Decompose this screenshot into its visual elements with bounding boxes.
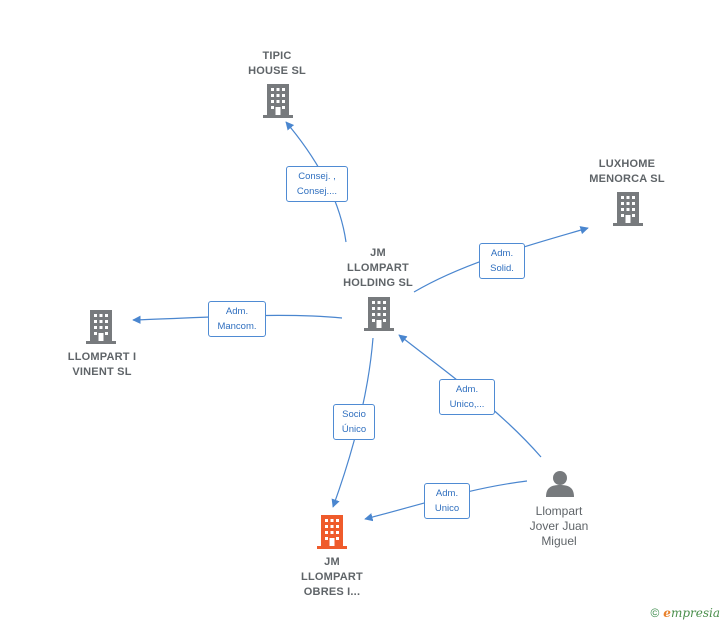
edge-label-holding-obres[interactable]: Socio Único [333, 404, 375, 440]
obres-building-icon[interactable] [317, 515, 347, 549]
obres-label[interactable]: JM LLOMPART OBRES I... [301, 556, 363, 598]
edge-label-person-obres[interactable]: Adm. Unico [424, 483, 470, 519]
vinent-building-icon[interactable] [86, 310, 116, 344]
edge-label-holding-luxhome[interactable]: Adm. Solid. [479, 243, 525, 279]
footer-brand: ©empresia [650, 606, 720, 620]
vinent-label[interactable]: LLOMPART I VINENT SL [67, 351, 137, 378]
brand-initial: e [663, 606, 671, 620]
holding-label[interactable]: JM LLOMPART HOLDING SL [343, 247, 413, 289]
brand-name: mpresia [670, 606, 720, 620]
edge-label-holding-tipic[interactable]: Consej. , Consej.... [286, 166, 348, 202]
person-label[interactable]: Llompart Jover Juan Miguel [529, 504, 589, 548]
luxhome-label[interactable]: LUXHOME MENORCA SL [589, 158, 665, 185]
edge-label-holding-vinent[interactable]: Adm. Mancom. [208, 301, 266, 337]
luxhome-building-icon[interactable] [613, 192, 643, 226]
edge-label-person-holding[interactable]: Adm. Unico,... [439, 379, 495, 415]
copyright-symbol: © [650, 606, 660, 620]
tipic-building-icon[interactable] [263, 84, 293, 118]
holding-building-icon[interactable] [364, 297, 394, 331]
tipic-label[interactable]: TIPIC HOUSE SL [248, 50, 306, 77]
person-icon[interactable] [546, 471, 574, 497]
